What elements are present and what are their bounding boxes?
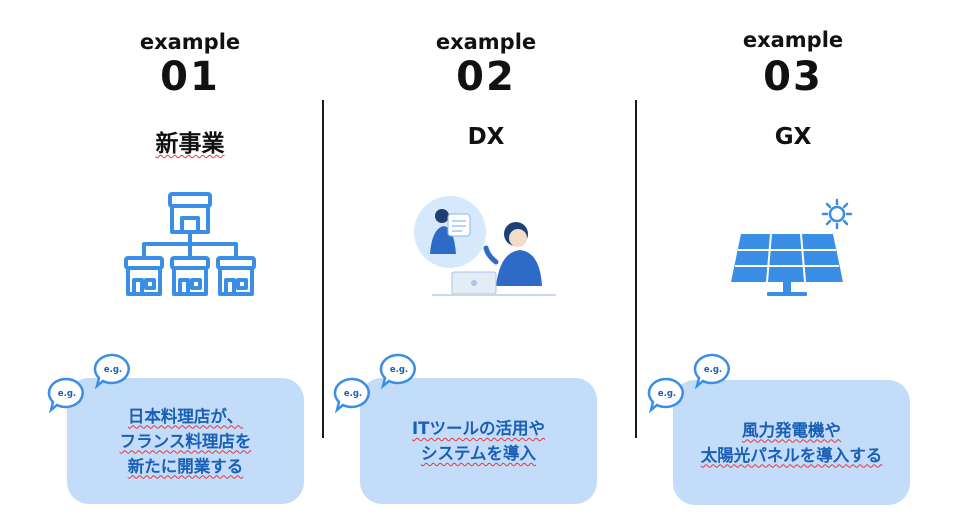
example-column-01: example 01 新事業 日本料理店が、 フランス料理店を — [40, 0, 340, 528]
description-line: ITツールの活用や — [412, 419, 545, 438]
eg-speech-bubble: e.g. — [47, 377, 84, 414]
example-column-02: example 02 DX ITツールの活用や システムを導入 — [336, 0, 636, 528]
description-line: 日本料理店が、 — [127, 406, 244, 426]
example-number: 02 — [456, 54, 516, 100]
description-line: 風力発電機や — [742, 420, 841, 440]
example-column-03: example 03 GX 風力発電機や 太陽光パネルを導入する — [643, 0, 943, 528]
eg-speech-bubble: e.g. — [379, 353, 416, 390]
remote-work-illustration — [414, 196, 556, 296]
eg-bubble-text: e.g. — [704, 365, 722, 375]
description-line: 新たに開業する — [127, 456, 244, 476]
column-divider — [322, 100, 324, 438]
eg-speech-bubble: e.g. — [93, 353, 130, 390]
description-line: システムを導入 — [420, 444, 536, 463]
example-label: example — [139, 30, 241, 54]
eg-speech-bubble: e.g. — [647, 377, 684, 414]
example-label: example — [435, 30, 537, 54]
eg-bubble-text: e.g. — [104, 365, 122, 375]
example-description-box: ITツールの活用や システムを導入 — [360, 378, 597, 504]
eg-bubble-text: e.g. — [344, 389, 362, 399]
solar-panel-icon — [731, 198, 853, 296]
example-description-box: 風力発電機や 太陽光パネルを導入する — [673, 380, 910, 505]
eg-bubble-text: e.g. — [58, 389, 76, 399]
example-title: GX — [774, 124, 812, 150]
example-number: 03 — [763, 54, 823, 100]
eg-speech-bubble: e.g. — [693, 353, 730, 390]
example-title: DX — [467, 124, 505, 150]
example-label: example — [742, 28, 844, 52]
store-network-icon — [124, 192, 256, 296]
eg-bubble-text: e.g. — [390, 365, 408, 375]
description-line: 太陽光パネルを導入する — [700, 445, 883, 465]
example-title: 新事業 — [155, 131, 225, 157]
description-line: フランス料理店を — [119, 431, 252, 451]
example-number: 01 — [160, 54, 220, 100]
example-description-box: 日本料理店が、 フランス料理店を 新たに開業する — [67, 378, 304, 504]
eg-bubble-text: e.g. — [658, 389, 676, 399]
column-divider — [635, 100, 637, 438]
eg-speech-bubble: e.g. — [333, 377, 370, 414]
